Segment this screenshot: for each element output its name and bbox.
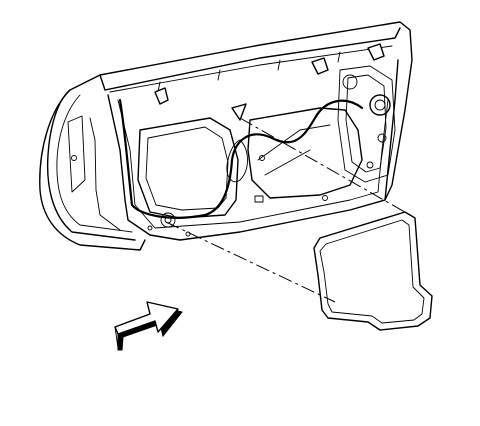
access-opening-right: [247, 107, 363, 199]
access-opening-left: [137, 117, 239, 219]
latch-hole-3: [377, 133, 387, 143]
fastener-hole-5: [322, 195, 328, 201]
wiring-harness: [118, 98, 364, 219]
door-hinge-face: [67, 115, 86, 193]
arrow-face: [114, 301, 179, 335]
latch-bracket-inner: [345, 74, 387, 173]
door-inner-panel: [39, 21, 413, 251]
door-edge-inner-line: [56, 94, 133, 233]
latch-hole-2: [342, 74, 358, 90]
cable-loop: [226, 139, 248, 183]
inner-panel-frame-inner: [117, 99, 389, 229]
alignment-line: [165, 221, 336, 303]
fastener-hole-3: [185, 231, 191, 237]
latch-large-hole: [369, 94, 391, 116]
water-deflector-inner: [319, 219, 425, 324]
access-opening-left-inner: [145, 126, 229, 211]
alignment-line-2: [239, 117, 411, 216]
upper-clip-3: [367, 43, 385, 61]
water-deflector-outer: [313, 211, 433, 331]
latch-large-hole-inner: [374, 99, 386, 111]
window-channel-top: [99, 27, 401, 91]
triangle-marker: [231, 103, 247, 121]
upper-clip-2: [311, 57, 329, 75]
rod-linkage: [257, 124, 331, 176]
direction-arrow: [114, 301, 183, 351]
upper-clip-1: [154, 87, 169, 105]
fastener-hole-4: [259, 155, 265, 161]
arrow-face-edge: [114, 326, 119, 349]
door-edge-side: [89, 117, 121, 231]
hinge-bolt-hole: [71, 155, 77, 161]
square-hole-1: [254, 195, 264, 203]
door-front-edge: [46, 89, 136, 241]
latch-hole-4: [366, 161, 374, 169]
door-outer-edge: [39, 21, 413, 251]
fastener-hole-1: [160, 212, 176, 228]
window-channel-ribs: [157, 51, 341, 93]
fastener-hole-2: [147, 225, 153, 231]
water-deflector: [313, 211, 433, 331]
latch-bracket: [337, 65, 396, 183]
inner-panel-frame: [107, 59, 399, 241]
